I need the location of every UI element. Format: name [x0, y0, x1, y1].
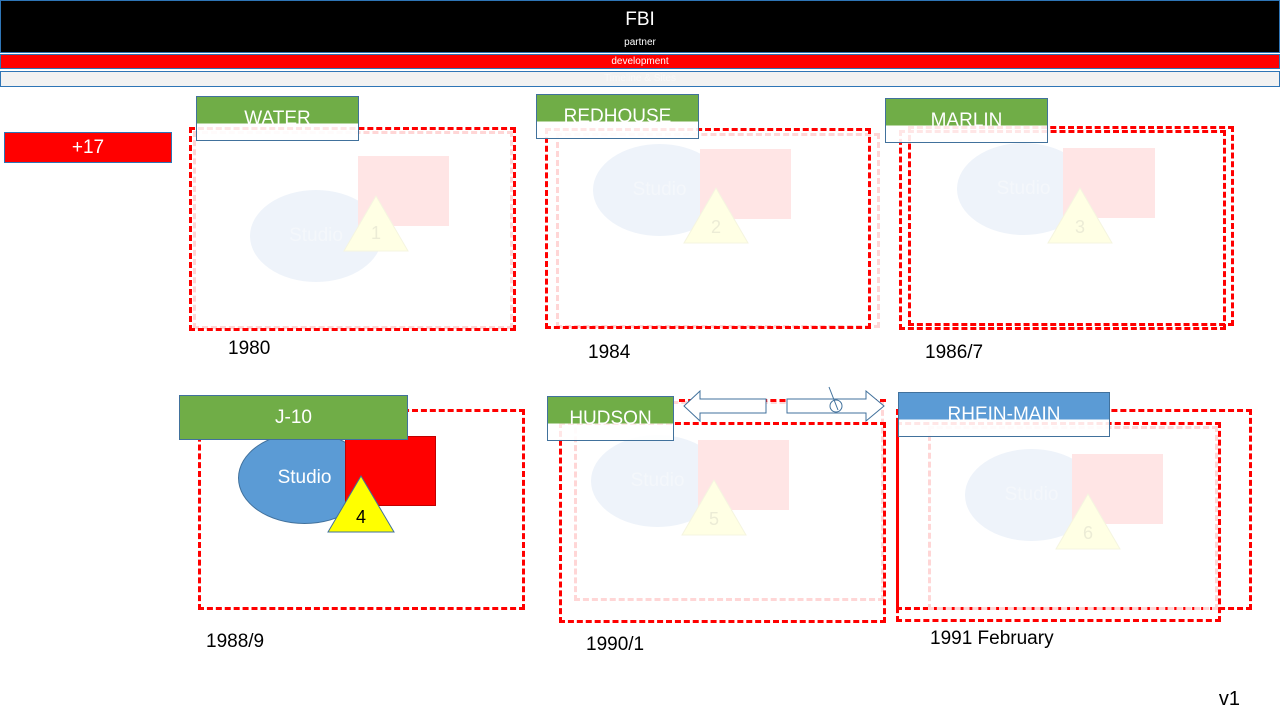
triangle-number: 2	[710, 217, 721, 237]
page-subtitle: partner	[624, 37, 656, 48]
triangle-number: 6	[1082, 523, 1093, 543]
site-label-rhein-main[interactable]: RHEIN-MAIN	[898, 392, 1110, 437]
numbered-triangle: 5	[681, 479, 747, 536]
triangle-number: 4	[355, 507, 366, 527]
slide-1-date: 1980	[228, 338, 271, 359]
right-arrow-icon	[786, 389, 885, 423]
numbered-triangle: 4	[327, 475, 395, 533]
slide-2-frame[interactable]	[545, 128, 871, 329]
cursor-icon	[826, 386, 846, 416]
page-title: FBI	[625, 9, 655, 30]
counter-badge[interactable]: +17	[4, 132, 172, 163]
site-label-marlin[interactable]: MARLIN	[885, 98, 1048, 143]
triangle-number: 3	[1074, 217, 1085, 237]
numbered-triangle: 2	[683, 187, 749, 244]
slide-3-frame[interactable]	[899, 130, 1226, 330]
numbered-triangle: 1	[343, 195, 409, 252]
slide-4-date: 1988/9	[206, 631, 265, 652]
sub-banner: Timeline & Sites	[0, 71, 1280, 87]
left-arrow-icon	[683, 389, 767, 423]
triangle-number: 1	[370, 223, 381, 243]
development-banner: development	[0, 54, 1280, 69]
previous-arrow-button[interactable]	[683, 389, 768, 423]
slide-5-frame-top	[679, 399, 886, 419]
slide-3-date: 1986/7	[925, 342, 984, 363]
next-arrow-button[interactable]	[786, 389, 886, 423]
site-label-redhouse[interactable]: REDHOUSE	[536, 94, 699, 139]
numbered-triangle: 3	[1047, 187, 1113, 244]
slide-6-date: 1991 February	[930, 628, 1054, 649]
version-label: v1	[1218, 688, 1240, 710]
slide-5-date: 1990/1	[586, 634, 645, 655]
triangle-number: 5	[708, 509, 719, 529]
title-bar: FBI partner	[0, 0, 1280, 53]
numbered-triangle: 6	[1055, 493, 1121, 550]
slide-3-frame-back	[908, 126, 1234, 326]
slide-5-frame[interactable]	[559, 422, 886, 623]
slide-2-date: 1984	[588, 342, 631, 363]
site-label-water[interactable]: WATER	[196, 96, 359, 141]
site-label-hudson[interactable]: HUDSON	[547, 396, 674, 441]
site-label-j10[interactable]: J-10	[179, 395, 408, 440]
